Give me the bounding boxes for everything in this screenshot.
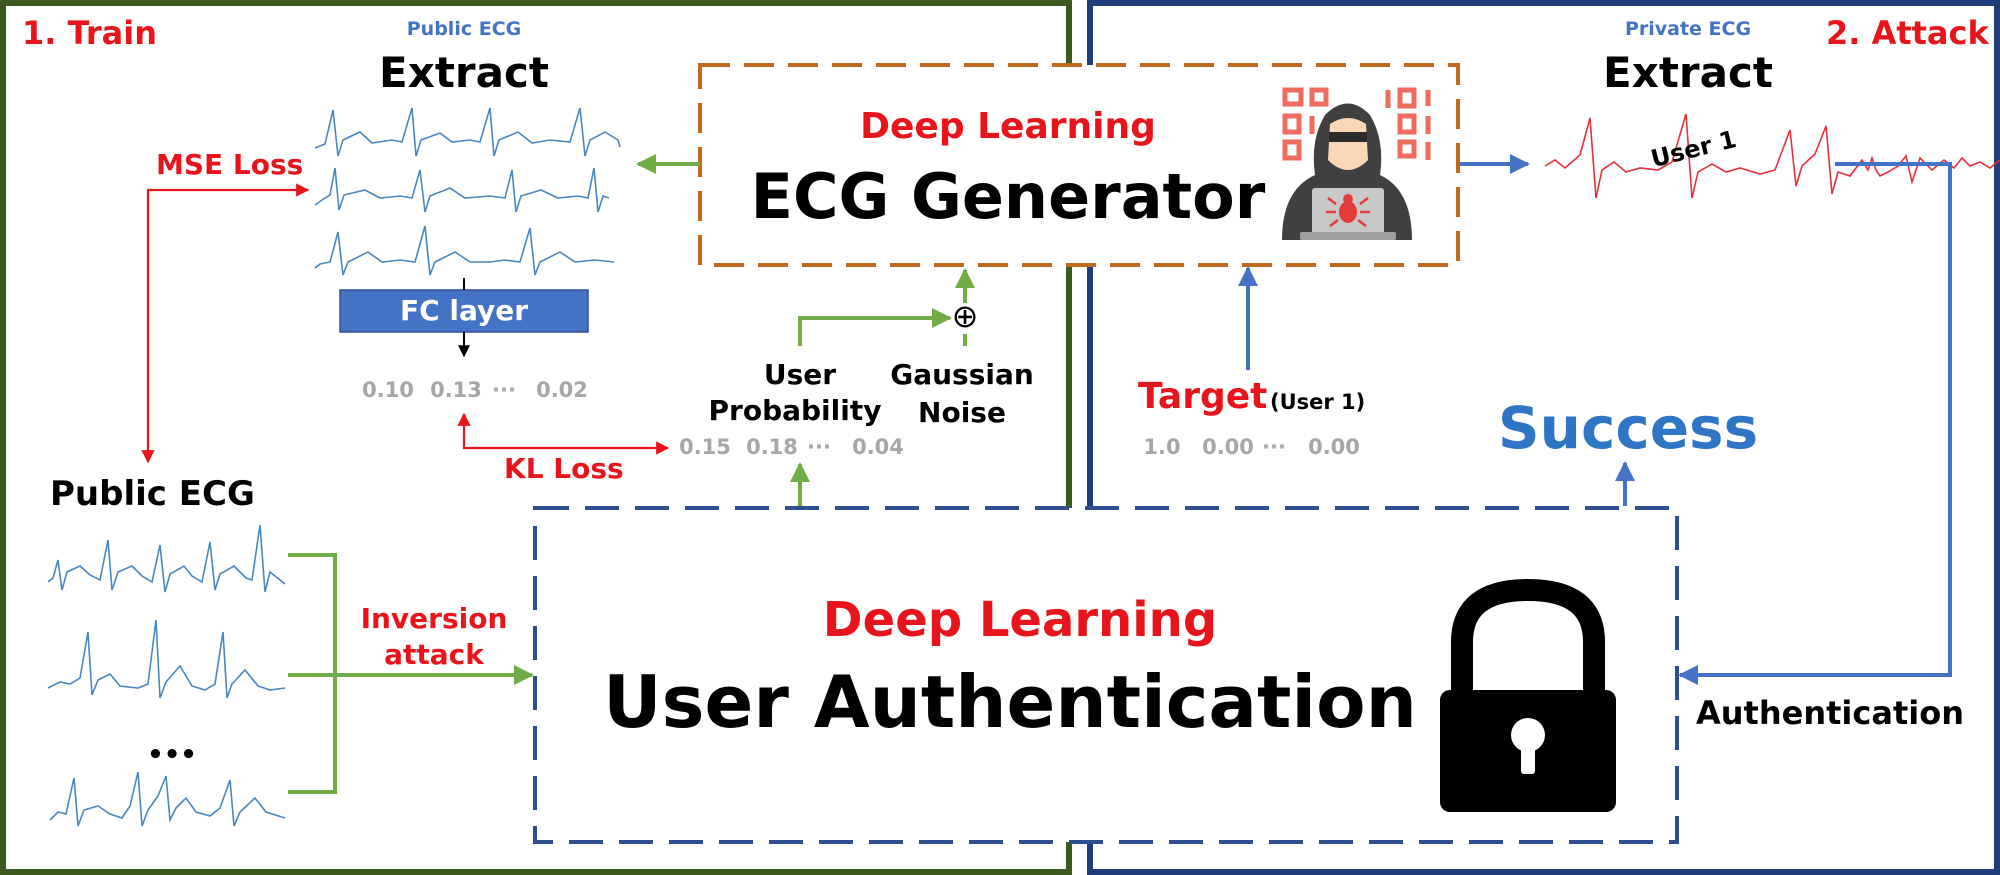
extracted-public-ecg-signals [314,107,621,276]
target-label: Target [1138,376,1268,417]
private-ecg-to-authentication-arrow [1678,162,1952,685]
public-ecg-ellipsis: ••• [147,740,197,770]
fc-output-ellipsis: ··· [492,378,516,402]
fc-output-value-3: 0.02 [536,378,588,402]
user-probability-line2: Probability [708,394,882,427]
extract-label-attack: Extract [1603,48,1773,97]
mse-loss-label: MSE Loss [156,148,304,181]
user-prob-ellipsis: ··· [807,435,831,459]
train-panel-border [0,0,1072,875]
target-value-1: 1.0 [1143,435,1181,459]
hacker-icon [1282,87,1431,240]
authentication-label: Authentication [1696,694,1964,732]
private-ecg-signal [1544,113,2000,199]
inversion-label-line2: attack [384,638,484,671]
user-prob-value-2: 0.18 [746,435,798,459]
public-ecg-title: Public ECG [50,474,255,514]
generator-title: ECG Generator [750,160,1266,233]
user-prob-value-1: 0.15 [679,435,731,459]
kl-loss-arrow [457,412,670,455]
fc-layer-label: FC layer [399,294,529,327]
fc-output-value-1: 0.10 [362,378,414,402]
sum-operator-icon: ⊕ [951,297,979,335]
auth-subtitle: Deep Learning [822,592,1218,648]
inversion-attack-bracket [288,553,534,794]
auth-title: User Authentication [603,660,1417,744]
target-value-2: 0.00 [1202,435,1254,459]
kl-loss-label: KL Loss [504,452,624,485]
public-ecg-small-label: Public ECG [406,18,522,40]
user-probability-connector [798,308,952,346]
gaussian-noise-line1: Gaussian [890,358,1034,391]
private-ecg-small-label: Private ECG [1624,18,1752,40]
padlock-icon [1440,578,1616,812]
generator-subtitle: Deep Learning [860,106,1156,147]
fc-output-value-2: 0.13 [430,378,482,402]
target-ellipsis: ··· [1262,435,1286,459]
extract-label-train: Extract [379,48,549,97]
attack-panel-title: 2. Attack [1826,14,1989,52]
user-prob-value-3: 0.04 [852,435,904,459]
success-label: Success [1497,394,1759,462]
mse-loss-arrow [141,183,310,464]
gaussian-noise-line2: Noise [918,396,1006,429]
inversion-label-line1: Inversion [360,602,508,635]
target-value-3: 0.00 [1308,435,1360,459]
train-panel-title: 1. Train [22,14,157,52]
user-probability-line1: User [763,358,837,391]
public-ecg-signals [47,524,286,827]
attack-panel-border [1087,0,2000,875]
target-user-label: (User 1) [1270,390,1366,414]
